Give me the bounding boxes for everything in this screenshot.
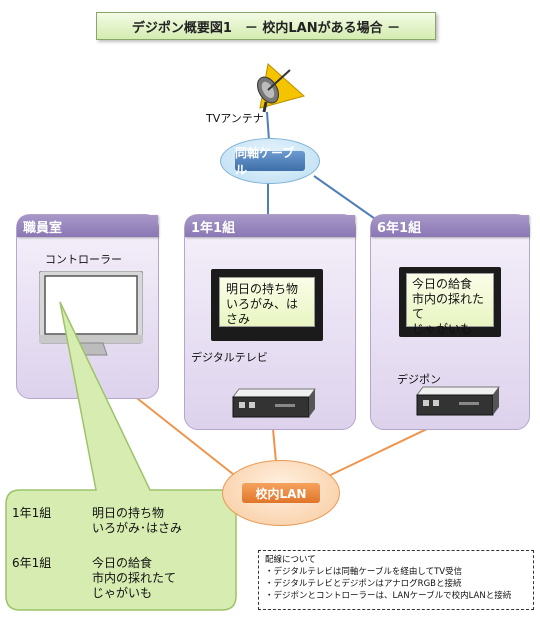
callout-line: 今日の給食 [92, 556, 153, 570]
legend-item: ・デジポンとコントローラーは、LANケーブルで校内LANと接続 [265, 591, 512, 601]
digital-tv-label: デジタルテレビ [191, 351, 268, 364]
tv-icon: 今日の給食 市内の採れたて じゃがいも [399, 267, 501, 337]
tv-icon: 明日の持ち物 いろがみ、はさみ [211, 269, 323, 341]
lan-label: 校内LAN [242, 483, 320, 503]
digipon-label: デジポン [397, 373, 441, 386]
school-lan-node: 校内LAN [222, 460, 340, 526]
callout-room-1: 1年1組 [12, 506, 52, 520]
callout-line: 市内の採れたて [92, 571, 177, 585]
set-top-box-icon [231, 385, 317, 421]
callout-lines-1: 明日の持ち物 いろがみ･はさみ [92, 506, 182, 536]
satellite-dish-icon [248, 58, 306, 114]
set-top-box-icon [415, 383, 501, 419]
callout-lines-6: 今日の給食 市内の採れたて じゃがいも [92, 556, 176, 601]
legend-heading: 配線について [265, 555, 316, 565]
room-class1: 1年1組 明日の持ち物 いろがみ、はさみ デジタルテレビ [184, 214, 356, 430]
tv-line: 明日の持ち物 [226, 282, 299, 296]
tv-line: 市内の採れたて [412, 292, 485, 321]
callout-room-6: 6年1組 [12, 556, 52, 570]
room-staff-tab: 職員室 [17, 215, 158, 237]
wiring-legend: 配線について ・デジタルテレビは同軸ケーブルを経由してTV受信 ・デジタルテレビ… [258, 550, 534, 610]
tv-screen-class6: 今日の給食 市内の採れたて じゃがいも [406, 273, 494, 336]
legend-item: ・デジタルテレビとデジポンはアナログRGBと接続 [265, 579, 462, 589]
controller-label: コントローラー [45, 253, 122, 266]
callout-line: いろがみ･はさみ [92, 521, 183, 535]
coax-cable-node: 同軸ケーブル [220, 138, 320, 184]
room-class6-tab: 6年1組 [371, 215, 529, 237]
tv-line: いろがみ、はさみ [226, 297, 299, 326]
room-class6: 6年1組 今日の給食 市内の採れたて じゃがいも デジポン [370, 214, 530, 430]
tv-screen-class1: 明日の持ち物 いろがみ、はさみ [219, 277, 315, 327]
room-class1-tab: 1年1組 [185, 215, 355, 237]
tv-line: じゃがいも [412, 322, 473, 336]
callout-line: 明日の持ち物 [92, 506, 165, 520]
tv-line: 今日の給食 [412, 277, 473, 291]
diagram-title: デジポン概要図1 － 校内LANがある場合 － [96, 12, 436, 40]
callout-line: じゃがいも [92, 586, 153, 600]
antenna-label: TVアンテナ [206, 112, 264, 125]
coax-line-antenna [266, 111, 270, 141]
legend-item: ・デジタルテレビは同軸ケーブルを経由してTV受信 [265, 567, 463, 577]
